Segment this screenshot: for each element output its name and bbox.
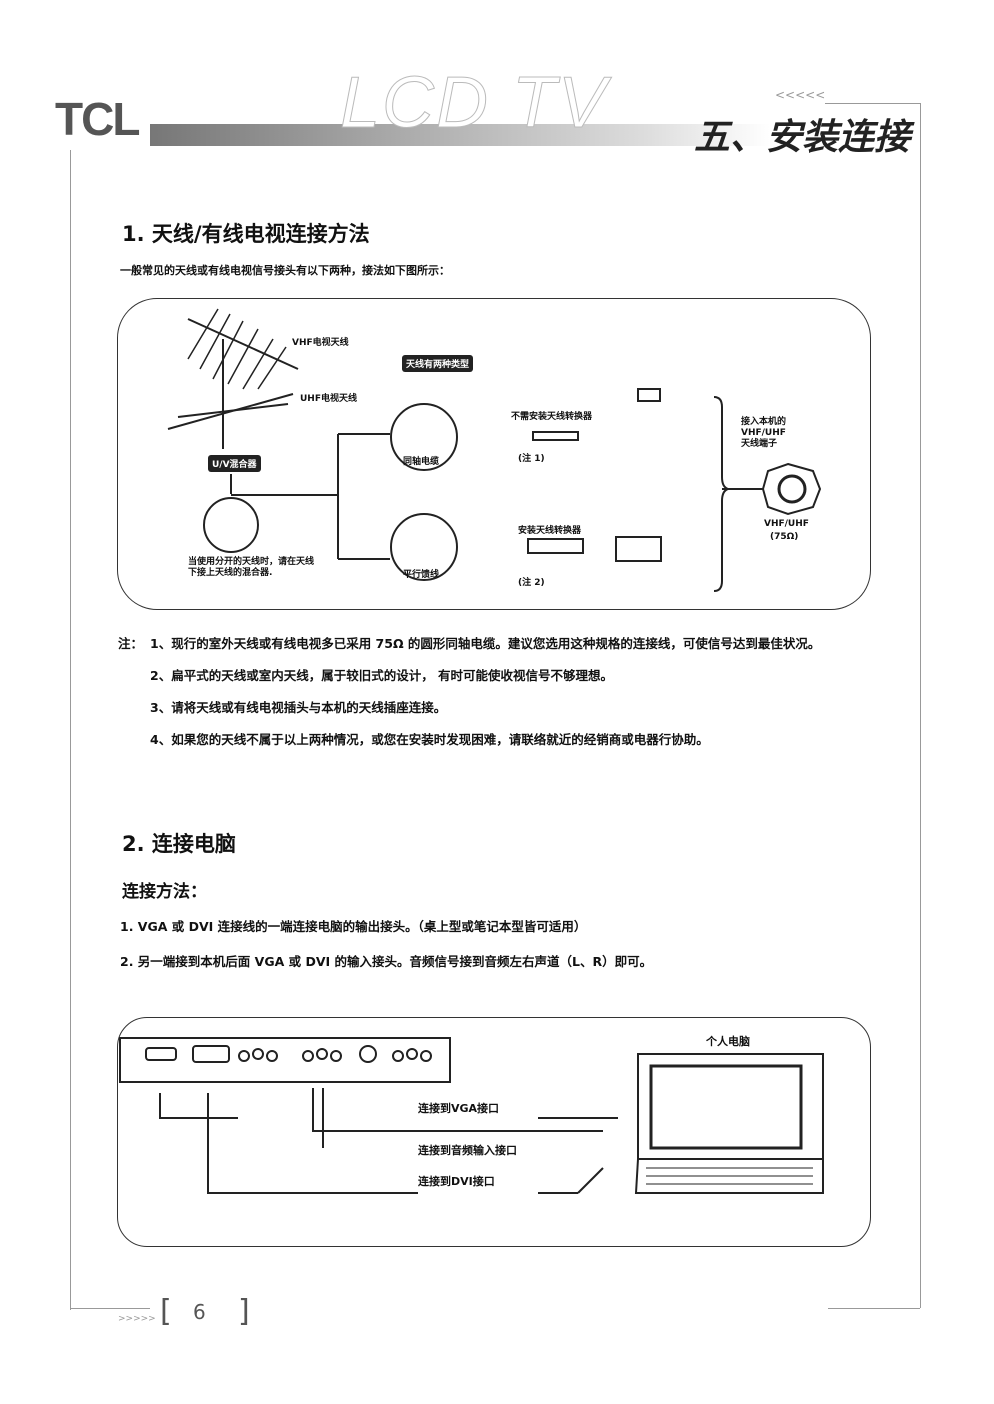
antenna-drawing [167, 308, 822, 592]
header-bar [150, 124, 770, 146]
frame-line [825, 103, 920, 104]
vhf-antenna-label: VHF电视天线 [292, 338, 349, 348]
footer-chevrons: >>>>> [118, 1314, 156, 1324]
antenna-diagram: VHF电视天线 UHF电视天线 天线有两种类型 U/V混合器 同轴电缆 平行馈线… [117, 298, 871, 610]
input-terminal-label: 接入本机的 VHF/UHF 天线端子 [741, 417, 787, 449]
converter-label: 安装天线转换器 [518, 526, 582, 536]
note-3: 3、请将天线或有线电视插头与本机的天线插座连接。 [150, 700, 447, 715]
antenna-types-tag: 天线有两种类型 [402, 355, 474, 372]
tcl-logo: TCL [55, 93, 140, 145]
steps-block: 1. VGA 或 DVI 连接线的一端连接电脑的输出接头。（桌上型或笔记本型皆可… [120, 918, 880, 988]
mixer-note: 当使用分开的天线时，请在天线下接上天线的混合器. [188, 557, 315, 578]
note-2: 2、扁平式的天线或室内天线，属于较旧式的设计， 有时可能使收视信号不够理想。 [150, 668, 614, 683]
page-number: 6 [193, 1300, 206, 1324]
note1-label: (注 1) [518, 454, 545, 464]
uhf-antenna-label: UHF电视天线 [300, 394, 357, 404]
page-bracket-left: [ [160, 1294, 172, 1329]
step-2: 2. 另一端接到本机后面 VGA 或 DVI 的输入接头。音频信号接到音频左右声… [120, 954, 653, 969]
mixer-tag: U/V混合器 [208, 455, 261, 472]
heading-antenna: 1. 天线/有线电视连接方法 [122, 222, 370, 246]
section-title: 五、安装连接 [693, 116, 910, 158]
notes-block: 注： 1、现行的室外天线或有线电视多已采用 75Ω 的圆形同轴电缆。建议您选用这… [118, 632, 883, 760]
note-4: 4、如果您的天线不属于以上两种情况，或您在安装时发现困难，请联络就近的经销商或电… [150, 732, 709, 747]
no-converter-label: 不需安装天线转换器 [511, 412, 593, 422]
impedance-label: (75Ω) [770, 532, 799, 542]
step-1: 1. VGA 或 DVI 连接线的一端连接电脑的输出接头。（桌上型或笔记本型皆可… [120, 919, 587, 934]
page-bracket-right: ] [238, 1294, 250, 1329]
product-watermark: LCD TV [340, 63, 609, 144]
method-label: 连接方法： [122, 882, 207, 902]
note2-label: (注 2) [518, 578, 545, 588]
dvi-label: 连接到DVI接口 [418, 1175, 495, 1188]
terminal-label: VHF/UHF [764, 519, 809, 529]
pc-drawing [119, 1037, 824, 1194]
frame-line [70, 1308, 150, 1309]
note-1: 1、现行的室外天线或有线电视多已采用 75Ω 的圆形同轴电缆。建议您选用这种规格… [150, 636, 821, 651]
heading-pc: 2. 连接电脑 [122, 832, 236, 856]
frame-line [828, 1308, 920, 1309]
intro-text: 一般常见的天线或有线电视信号接头有以下两种，接法如下图所示： [120, 264, 450, 277]
notes-label: 注： [118, 636, 144, 651]
pc-label: 个人电脑 [706, 1035, 750, 1048]
parallel-label: 平行馈线 [403, 570, 440, 580]
coax-label: 同轴电缆 [403, 457, 440, 467]
frame-line [920, 103, 921, 1308]
audio-label: 连接到音频输入接口 [418, 1144, 517, 1157]
frame-line [70, 150, 71, 1310]
chevron-decoration: <<<<< [775, 88, 826, 102]
notes-list: 1、现行的室外天线或有线电视多已采用 75Ω 的圆形同轴电缆。建议您选用这种规格… [150, 632, 883, 760]
vga-label: 连接到VGA接口 [418, 1102, 500, 1115]
pc-diagram: 个人电脑 连接到VGA接口 连接到音频输入接口 连接到DVI接口 [117, 1017, 871, 1247]
